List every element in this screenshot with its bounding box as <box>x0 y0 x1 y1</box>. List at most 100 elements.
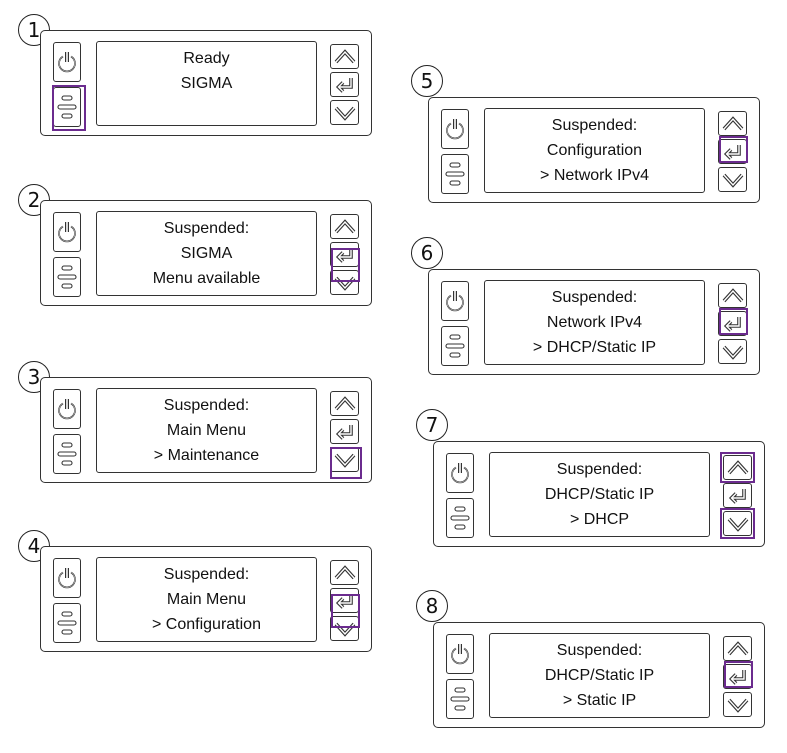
enter-button[interactable] <box>330 419 359 444</box>
down-button[interactable] <box>330 447 359 472</box>
screen-line-2: DHCP/Static IP <box>544 667 655 684</box>
menu-button[interactable] <box>53 87 81 127</box>
menu-button[interactable] <box>53 257 81 297</box>
screen-line-3: Menu available <box>152 270 261 287</box>
chevron-up-icon <box>334 395 355 410</box>
down-button[interactable] <box>330 270 359 295</box>
screen-line-3: > Maintenance <box>153 447 260 464</box>
power-button[interactable] <box>53 389 81 429</box>
enter-icon <box>335 247 353 263</box>
screen-line-1: Suspended: <box>163 566 250 583</box>
power-button[interactable] <box>53 42 81 82</box>
lcd-screen: Ready SIGMA <box>96 41 317 126</box>
control-panel: Suspended: DHCP/Static IP > DHCP <box>433 441 765 547</box>
control-panel: Suspended: Main Menu > Maintenance <box>40 377 372 483</box>
control-panel: Suspended: SIGMA Menu available <box>40 200 372 306</box>
screen-line-3: > DHCP/Static IP <box>532 339 657 356</box>
power-icon <box>58 222 76 243</box>
enter-icon <box>335 593 353 609</box>
power-button[interactable] <box>446 453 474 493</box>
menu-button[interactable] <box>441 154 469 194</box>
menu-button[interactable] <box>446 498 474 538</box>
chevron-down-icon <box>334 106 355 121</box>
control-panel: Suspended: DHCP/Static IP > Static IP <box>433 622 765 728</box>
power-button[interactable] <box>53 212 81 252</box>
screen-line-2: Configuration <box>546 142 643 159</box>
chevron-up-icon <box>727 459 748 474</box>
menu-icon <box>57 95 77 119</box>
control-panel: Ready SIGMA <box>40 30 372 136</box>
screen-line-2: Main Menu <box>166 422 247 439</box>
power-button[interactable] <box>441 281 469 321</box>
chevron-up-icon <box>334 564 355 579</box>
enter-icon <box>728 488 746 504</box>
down-button[interactable] <box>718 339 747 364</box>
enter-icon <box>335 424 353 440</box>
enter-button[interactable] <box>330 242 359 267</box>
enter-button[interactable] <box>723 664 752 689</box>
up-button[interactable] <box>723 636 752 661</box>
down-button[interactable] <box>330 100 359 125</box>
screen-line-1: Suspended: <box>556 642 643 659</box>
up-button[interactable] <box>330 44 359 69</box>
chevron-down-icon <box>722 173 743 188</box>
screen-line-3 <box>97 96 316 121</box>
step-number: 5 <box>411 65 443 97</box>
screen-line-1: Suspended: <box>163 220 250 237</box>
screen-line-1: Ready <box>183 50 230 67</box>
screen-line-1: Suspended: <box>551 289 638 306</box>
up-button[interactable] <box>718 283 747 308</box>
enter-button[interactable] <box>330 588 359 613</box>
screen-line-2: SIGMA <box>180 75 233 92</box>
lcd-screen: Suspended: Main Menu > Configuration <box>96 557 317 642</box>
chevron-up-icon <box>334 48 355 63</box>
menu-icon <box>450 687 470 711</box>
chevron-up-icon <box>334 218 355 233</box>
enter-button[interactable] <box>718 311 747 336</box>
control-panel: Suspended: Main Menu > Configuration <box>40 546 372 652</box>
menu-button[interactable] <box>446 679 474 719</box>
lcd-screen: Suspended: Main Menu > Maintenance <box>96 388 317 473</box>
screen-line-2: Main Menu <box>166 591 247 608</box>
up-button[interactable] <box>330 560 359 585</box>
enter-button[interactable] <box>718 139 747 164</box>
power-button[interactable] <box>446 634 474 674</box>
screen-line-3: > Configuration <box>152 616 261 633</box>
menu-button[interactable] <box>441 326 469 366</box>
lcd-screen: Suspended: Configuration > Network IPv4 <box>484 108 705 193</box>
menu-icon <box>445 334 465 358</box>
down-button[interactable] <box>723 692 752 717</box>
down-button[interactable] <box>718 167 747 192</box>
chevron-down-icon <box>334 622 355 637</box>
down-button[interactable] <box>723 511 752 536</box>
up-button[interactable] <box>330 391 359 416</box>
chevron-down-icon <box>334 276 355 291</box>
enter-button[interactable] <box>330 72 359 97</box>
chevron-up-icon <box>727 640 748 655</box>
power-button[interactable] <box>441 109 469 149</box>
screen-line-1: Suspended: <box>163 397 250 414</box>
chevron-up-icon <box>722 287 743 302</box>
chevron-down-icon <box>722 345 743 360</box>
up-button[interactable] <box>330 214 359 239</box>
power-icon <box>451 463 469 484</box>
enter-icon <box>728 669 746 685</box>
step-number: 7 <box>416 409 448 441</box>
enter-button[interactable] <box>723 483 752 508</box>
enter-icon <box>723 316 741 332</box>
enter-icon <box>723 144 741 160</box>
menu-icon <box>450 506 470 530</box>
power-icon <box>451 644 469 665</box>
menu-icon <box>57 265 77 289</box>
power-icon <box>446 291 464 312</box>
power-button[interactable] <box>53 558 81 598</box>
control-panel: Suspended: Network IPv4 > DHCP/Static IP <box>428 269 760 375</box>
up-button[interactable] <box>718 111 747 136</box>
menu-icon <box>57 442 77 466</box>
screen-line-3: > DHCP <box>569 511 630 528</box>
menu-button[interactable] <box>53 434 81 474</box>
menu-icon <box>445 162 465 186</box>
menu-button[interactable] <box>53 603 81 643</box>
down-button[interactable] <box>330 616 359 641</box>
up-button[interactable] <box>723 455 752 480</box>
